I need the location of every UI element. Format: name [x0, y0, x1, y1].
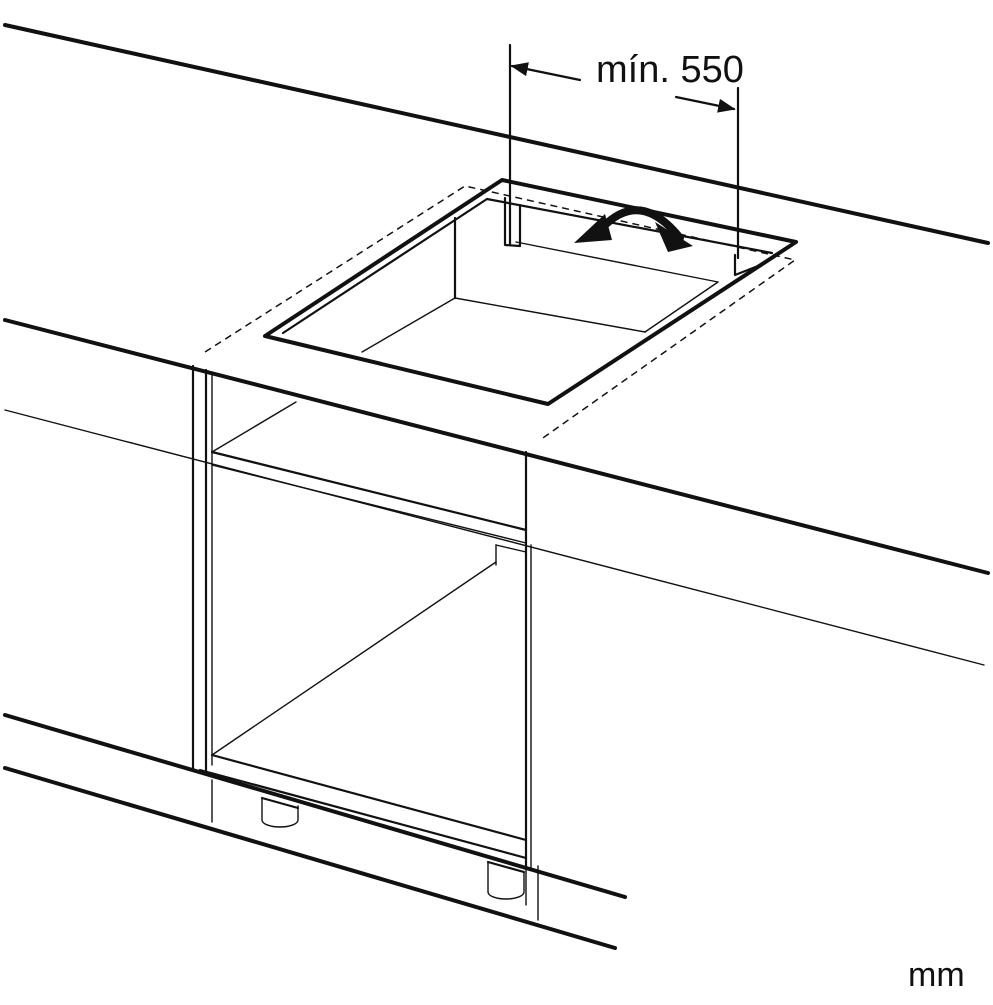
cavity-floor-front	[210, 753, 528, 842]
shelf-side-left	[211, 401, 297, 453]
units-label: mm	[908, 956, 965, 994]
rotate-arrow-left-head	[574, 214, 612, 243]
shelf-front-bottom	[211, 464, 527, 544]
cutout-frame	[263, 178, 798, 406]
shelf-back-top	[495, 544, 527, 553]
rotate-arrow-right-head	[655, 222, 693, 252]
rotate-arrow-arc	[598, 206, 684, 242]
plinth-bottom-line	[3, 766, 617, 950]
plinth	[3, 713, 627, 950]
rotate-arrow-icon	[574, 206, 693, 252]
worktop	[3, 23, 990, 666]
foot-right	[486, 860, 526, 900]
worktop-front-edge	[3, 318, 990, 575]
plinth-top-line	[3, 713, 627, 899]
cabinet-base-line	[198, 768, 528, 860]
cutout-inner-floor-left	[361, 297, 456, 353]
cutout	[263, 178, 798, 406]
dimension-left-arrow	[510, 62, 582, 82]
cutout-inner-right-drop	[644, 281, 719, 333]
rear-wall-left-post	[503, 196, 522, 248]
foot-left	[260, 796, 300, 828]
shelf-front-top	[210, 450, 528, 532]
cavity-diagonal	[211, 561, 497, 756]
cutout-inner-wall-line	[515, 241, 719, 283]
rear-wall-right-post	[733, 253, 760, 277]
worktop-underside-edge	[4, 409, 985, 666]
worktop-back-edge	[3, 23, 990, 245]
cabinet	[191, 364, 539, 921]
dimension-label: mín. 550	[596, 49, 744, 91]
dimension-right-arrow	[674, 95, 736, 113]
cutout-inner-floor-back	[454, 297, 646, 333]
cabinet-feet	[260, 796, 526, 900]
cutout-inner-top	[281, 197, 774, 335]
dimension-mark: mín. 550	[508, 43, 744, 260]
